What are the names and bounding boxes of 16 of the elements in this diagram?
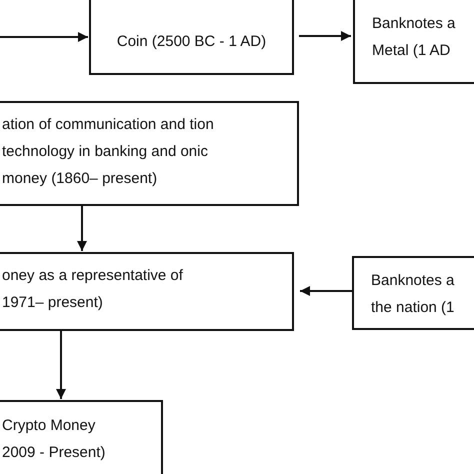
arrow (300, 286, 352, 296)
arrow (77, 206, 87, 251)
box-label: Crypto Money 2009 - Present) (2, 416, 106, 463)
process-box (0, 101, 299, 206)
arrow (56, 331, 66, 399)
arrow (0, 32, 88, 42)
box-label: Banknotes a Metal (1 AD (372, 14, 456, 61)
box-label: Coin (2500 BC - 1 AD) (116, 32, 268, 52)
box-label: ation of communication and tion technology in banking and onic money (1860– present) (2, 115, 215, 189)
box-label: oney as a representative of 1971– present) (2, 266, 184, 313)
process-box (353, 0, 474, 84)
process-box (0, 252, 294, 331)
process-box (352, 256, 474, 330)
arrow (299, 31, 351, 41)
box-label: Banknotes a the nation (1 (371, 271, 456, 318)
process-box (89, 0, 294, 75)
